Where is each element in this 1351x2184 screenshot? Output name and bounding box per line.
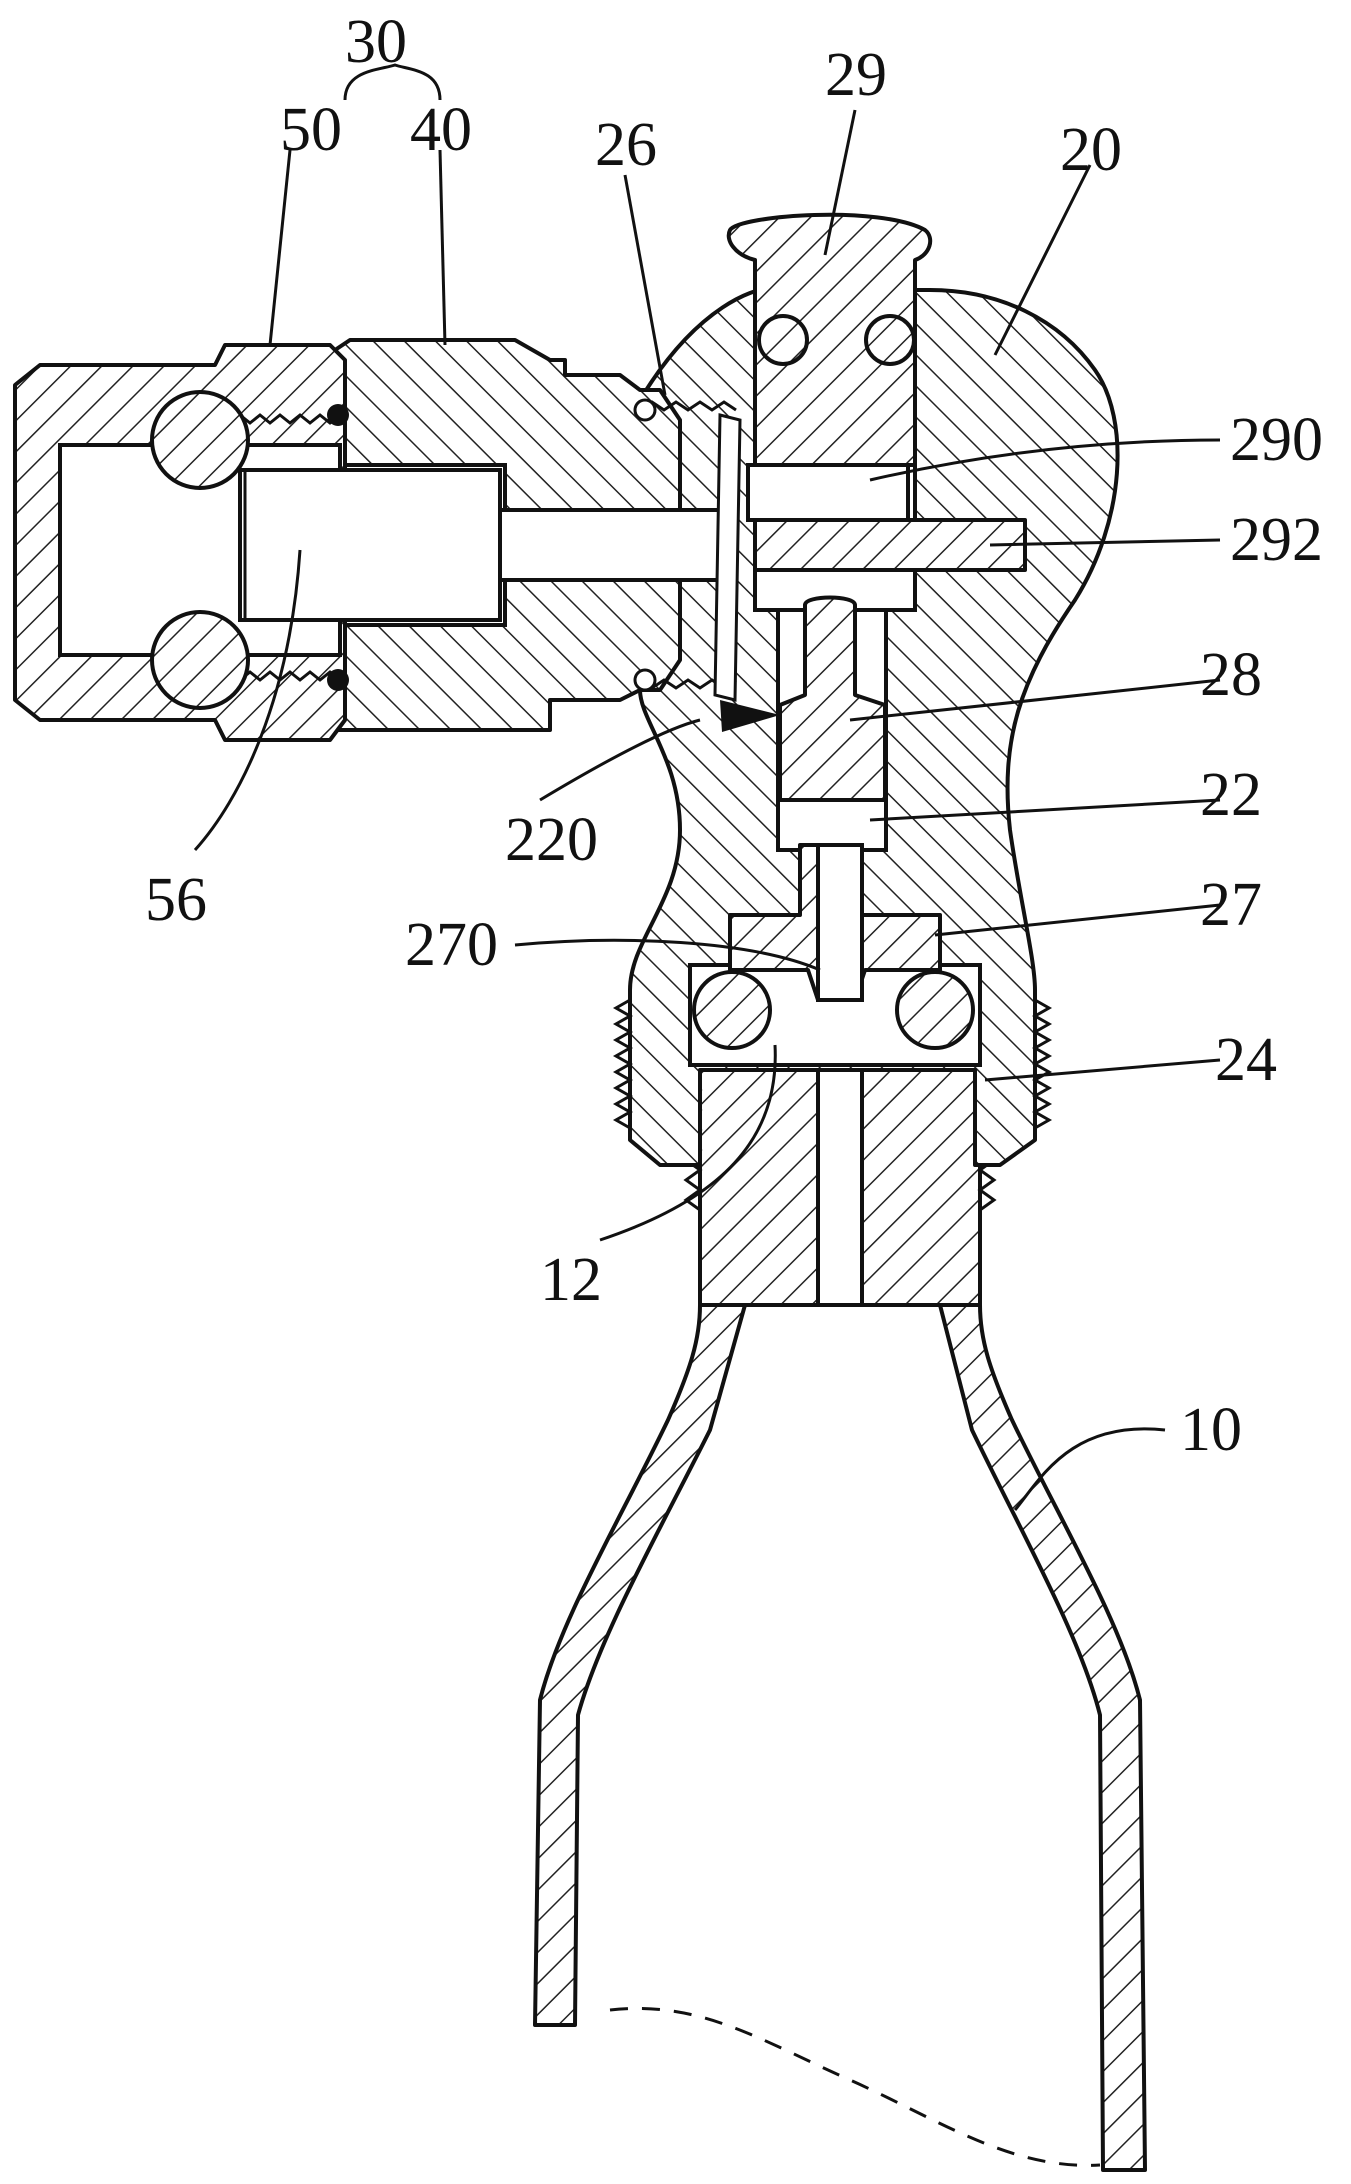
- label-27: 27: [1200, 871, 1262, 939]
- label-28: 28: [1200, 641, 1262, 709]
- label-220: 220: [505, 806, 598, 874]
- label-270: 270: [405, 911, 498, 979]
- label-50: 50: [280, 96, 342, 164]
- label-26: 26: [595, 111, 657, 179]
- label-56: 56: [145, 866, 207, 934]
- cylinder-neck-12: [683, 1058, 997, 1307]
- leader-lines: [193, 63, 1221, 1511]
- cylinder-10: [533, 1188, 1147, 2172]
- label-40: 40: [410, 96, 472, 164]
- reference-numerals: 30 50 40 26 29 20 290 292 28 220 22 56 2…: [145, 8, 1323, 1464]
- bore-56: [238, 468, 502, 622]
- label-290: 290: [1230, 406, 1323, 474]
- label-292: 292: [1230, 506, 1323, 574]
- label-22: 22: [1200, 761, 1262, 829]
- label-12: 12: [540, 1246, 602, 1314]
- label-20: 20: [1060, 116, 1122, 184]
- stem-29: [726, 212, 933, 467]
- label-29: 29: [825, 41, 887, 109]
- plunger-28: [778, 595, 887, 802]
- pin-292: [753, 518, 1027, 572]
- label-30: 30: [345, 8, 407, 76]
- washer-26: [633, 398, 742, 702]
- o-rings-24: [692, 970, 975, 1050]
- label-10: 10: [1180, 1396, 1242, 1464]
- label-24: 24: [1215, 1026, 1277, 1094]
- flow-arrow-220: [720, 700, 780, 732]
- seat-27: [728, 843, 942, 1002]
